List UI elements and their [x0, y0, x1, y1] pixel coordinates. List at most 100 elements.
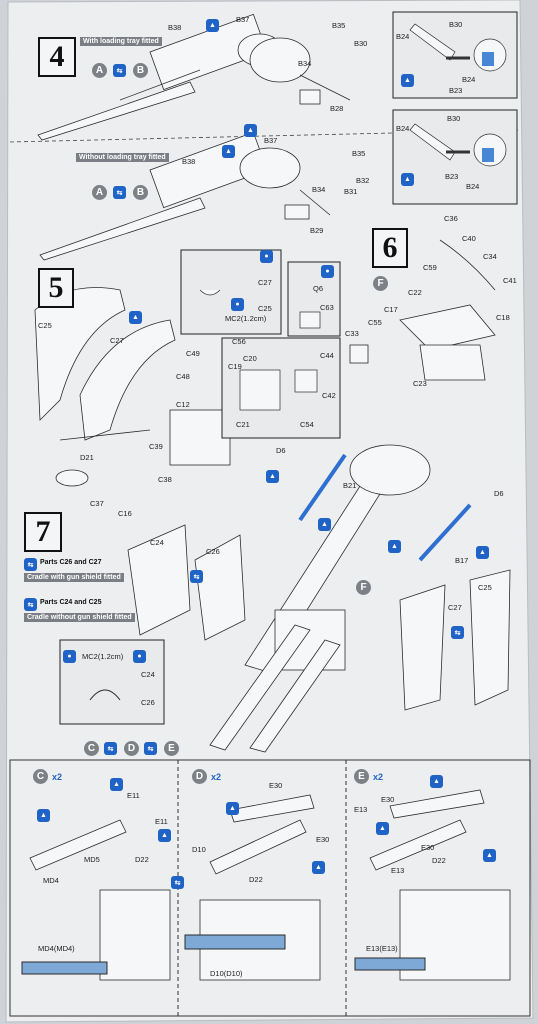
part-label: C26	[206, 547, 220, 556]
sub-c-circle: C	[33, 769, 48, 784]
part-label: C27	[110, 336, 124, 345]
part-label: B30	[447, 114, 461, 123]
without-tray-tag: Without loading tray fitted	[76, 153, 169, 162]
part-label: D10	[192, 845, 206, 854]
part-label: C20	[243, 354, 257, 363]
part-label: C34	[483, 252, 497, 261]
step7-line2: Parts C24 and C25	[40, 599, 102, 606]
part-label: C36	[444, 214, 458, 223]
part-label: B34	[312, 185, 326, 194]
part-label: E30	[421, 843, 435, 852]
part-label: B24	[396, 32, 410, 41]
part-label: E13(E13)	[366, 944, 398, 953]
blue-link-icon: ⇆	[451, 626, 464, 639]
barrel-c-blue	[21, 961, 108, 975]
cement-icon: ▲	[376, 822, 389, 835]
paint-icon: ●	[133, 650, 146, 663]
cement-icon: ▲	[158, 829, 171, 842]
cement-icon: ▲	[244, 124, 257, 137]
part-label: C39	[149, 442, 163, 451]
cement-icon: ▲	[430, 775, 443, 788]
paint-icon: ●	[231, 298, 244, 311]
part-label: C25	[38, 321, 52, 330]
part-label: C21	[236, 420, 250, 429]
sub-d-circle: D	[192, 769, 207, 784]
option-b-circle: B	[133, 63, 148, 78]
part-label: C55	[368, 318, 382, 327]
part-label: C40	[462, 234, 476, 243]
cement-icon: ▲	[476, 546, 489, 559]
sub-e-multiplier: x2	[373, 772, 384, 782]
part-label: B37	[236, 15, 250, 24]
part-label: B30	[354, 39, 368, 48]
paint-icon: ●	[321, 265, 334, 278]
part-label: MD4	[43, 876, 59, 885]
part-label: C49	[186, 349, 200, 358]
part-label: C56	[232, 337, 246, 346]
part-label: D22	[249, 875, 263, 884]
part-label: B29	[310, 226, 324, 235]
part-label: B23	[449, 86, 463, 95]
blue-link-icon: ⇆	[113, 64, 126, 77]
part-label: C17	[384, 305, 398, 314]
paint-icon: ▲	[401, 173, 414, 186]
part-label: E13	[391, 866, 405, 875]
gun-assembly-bottom	[39, 131, 331, 261]
part-label: C23	[413, 379, 427, 388]
part-label: C26	[141, 698, 155, 707]
part-label: E30	[381, 795, 395, 804]
part-label: C41	[503, 276, 517, 285]
part-label: C22	[408, 288, 422, 297]
part-label: B24	[396, 124, 410, 133]
part-label: C24	[150, 538, 164, 547]
part-label: B21	[343, 481, 357, 490]
blue-link-icon: ⇆	[24, 558, 37, 571]
with-shield-tag: Cradle with gun shield fitted	[24, 573, 124, 582]
part-label: C27	[448, 603, 462, 612]
part-label: B30	[449, 20, 463, 29]
part-label: C38	[158, 475, 172, 484]
part-label: MD5	[84, 855, 100, 864]
part-label: C54	[300, 420, 314, 429]
step5-inset-mc2	[180, 249, 282, 335]
cement-icon: ▲	[483, 849, 496, 862]
blue-link-icon: ⇆	[144, 742, 157, 755]
paint-icon: ●	[260, 250, 273, 263]
part-label: E11	[155, 817, 168, 826]
part-label: E30	[269, 781, 283, 790]
cement-icon: ▲	[206, 19, 219, 32]
blue-link-icon: ⇆	[190, 570, 203, 583]
paint-icon: ▲	[401, 74, 414, 87]
part-label: C48	[176, 372, 190, 381]
part-label: B35	[332, 21, 346, 30]
sub-e-circle: E	[354, 769, 369, 784]
part-label: B23	[445, 172, 459, 181]
cement-icon: ▲	[312, 861, 325, 874]
part-label: B31	[344, 187, 358, 196]
option-f-circle: F	[373, 276, 388, 291]
part-label: B34	[298, 59, 312, 68]
option-c-circle: C	[84, 741, 99, 756]
part-label: C24	[141, 670, 155, 679]
rod-d6-left	[298, 453, 347, 522]
part-label: C27	[258, 278, 272, 287]
step7-line1: Parts C26 and C27	[40, 559, 102, 566]
gun-assembly-top	[37, 13, 351, 141]
step7-inset-mc2	[59, 639, 165, 725]
part-label: C59	[423, 263, 437, 272]
part-label: D21	[80, 453, 94, 462]
part-label: B38	[182, 157, 196, 166]
cement-icon: ▲	[129, 311, 142, 324]
option-a-circle: A	[92, 63, 107, 78]
rod-d6-right	[418, 503, 472, 562]
step-number-6: 6	[372, 228, 408, 268]
part-label: C25	[478, 583, 492, 592]
step-number-7: 7	[24, 512, 62, 552]
part-label: C44	[320, 351, 334, 360]
cradle-assembly-step5	[34, 287, 231, 487]
mc2-label: MC2(1.2cm)	[225, 314, 267, 323]
sub-c-multiplier: x2	[52, 772, 63, 782]
part-label: B32	[356, 176, 370, 185]
mount-assembly-step6	[349, 239, 496, 381]
